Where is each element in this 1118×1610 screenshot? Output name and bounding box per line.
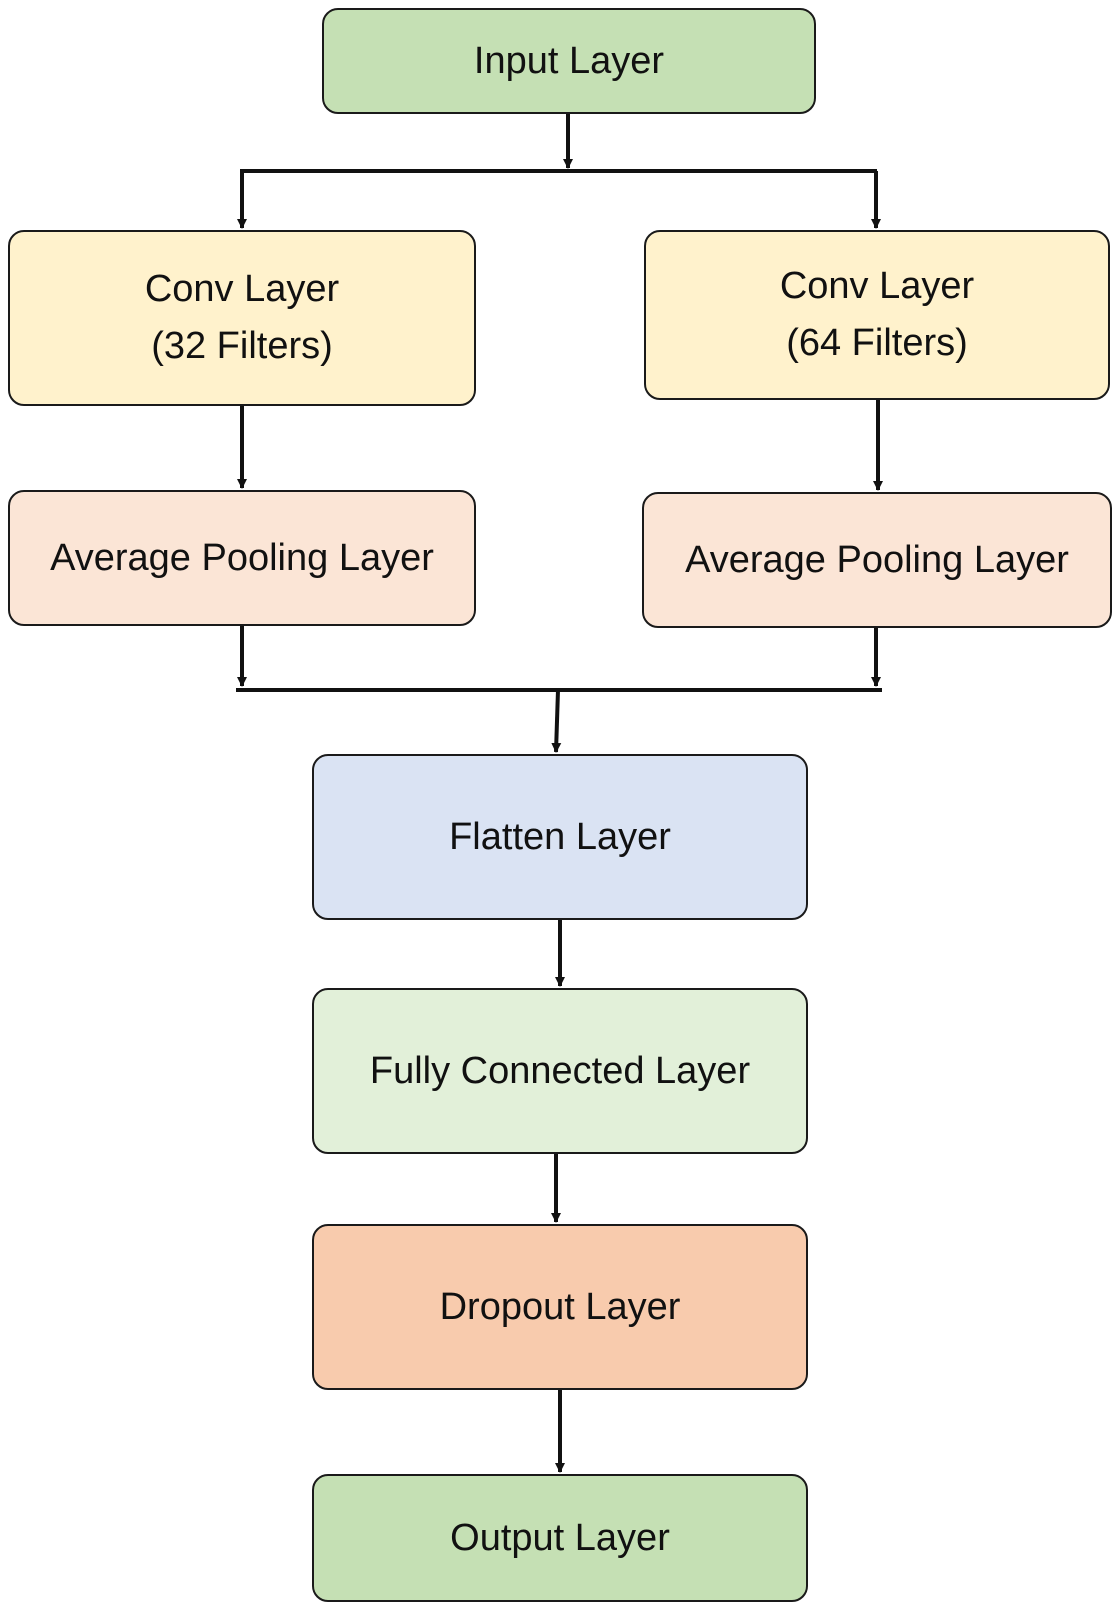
- conv-layer-32-filters: (32 Filters): [151, 325, 333, 367]
- fully-connected-layer-label: Fully Connected Layer: [369, 1049, 751, 1092]
- output-layer-label: Output Layer: [450, 1516, 670, 1559]
- input-layer-box: Input Layer: [322, 8, 816, 114]
- conv-layer-64-label: Conv Layer: [779, 265, 975, 307]
- conv-layer-64-box: Conv Layer (64 Filters): [644, 230, 1110, 400]
- conv-layer-32-box: Conv Layer (32 Filters): [8, 230, 476, 406]
- conv-layer-32-label: Conv Layer: [144, 268, 340, 310]
- dropout-layer-box: Dropout Layer: [312, 1224, 808, 1390]
- flatten-layer-label: Flatten Layer: [449, 815, 671, 858]
- merge-to-flatten-arrow: [551, 689, 562, 753]
- fully-connected-layer-box: Fully Connected Layer: [312, 988, 808, 1154]
- dropout-layer-label: Dropout Layer: [439, 1285, 681, 1328]
- average-pooling-layer-left-box: Average Pooling Layer: [8, 490, 476, 626]
- average-pooling-layer-left-label: Average Pooling Layer: [50, 536, 434, 579]
- input-layer-label: Input Layer: [473, 39, 665, 82]
- flatten-layer-box: Flatten Layer: [312, 754, 808, 920]
- output-layer-box: Output Layer: [312, 1474, 808, 1602]
- average-pooling-layer-right-label: Average Pooling Layer: [685, 538, 1069, 581]
- average-pooling-layer-right-box: Average Pooling Layer: [642, 492, 1112, 628]
- conv-layer-64-filters: (64 Filters): [786, 322, 968, 364]
